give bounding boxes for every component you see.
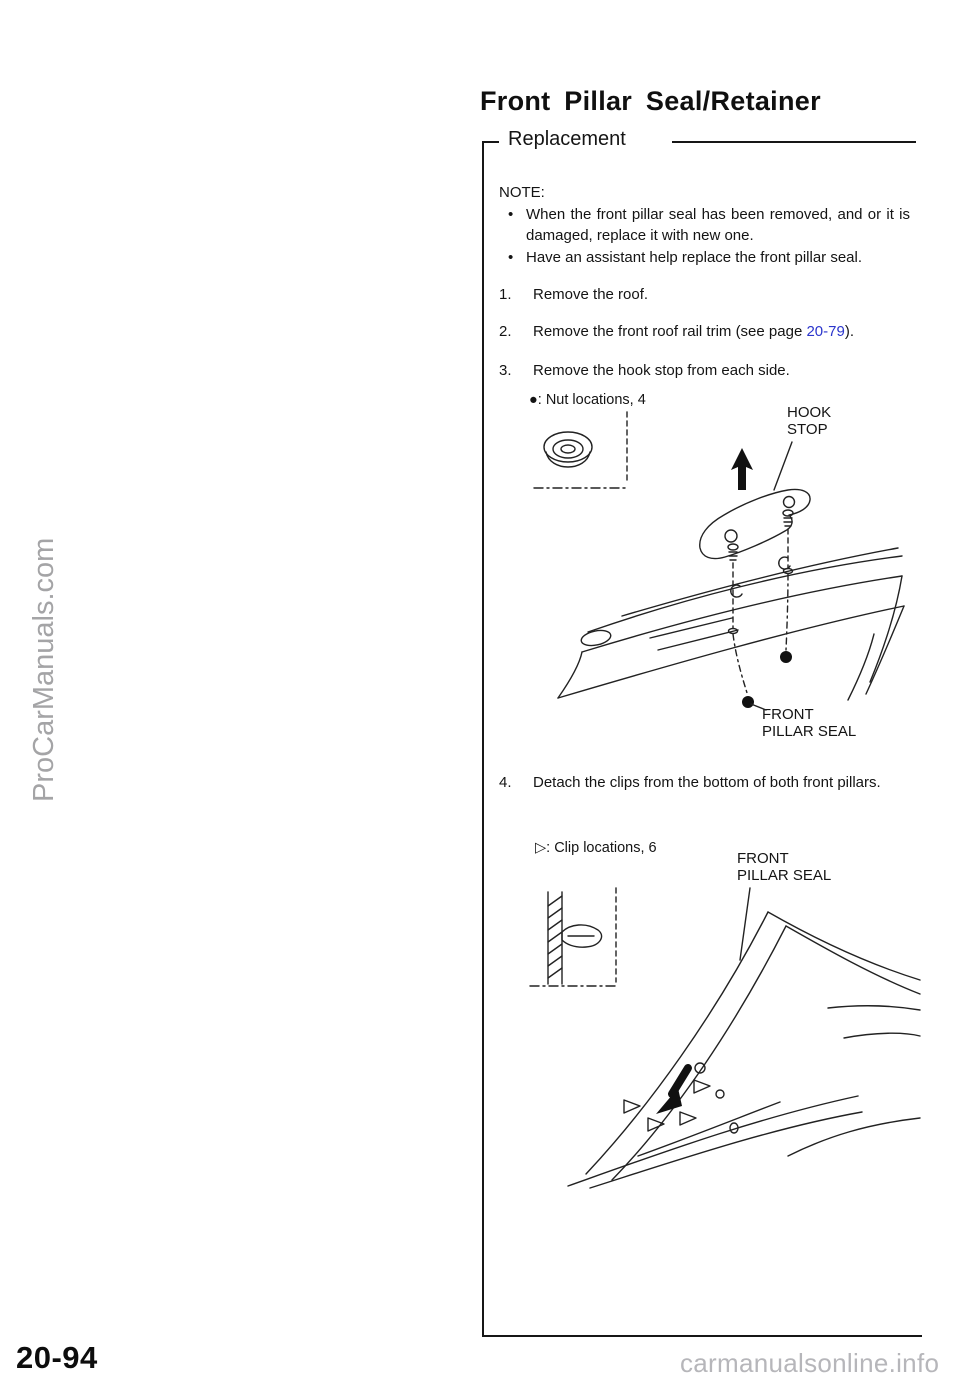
nut-dashed-line	[785, 573, 789, 651]
figure1-label-front-pillar-seal: FRONT PILLAR SEAL	[762, 706, 857, 740]
step-1-number: 1.	[499, 286, 512, 303]
step-1-text: Remove the roof.	[533, 286, 649, 303]
step-2-text-after: ).	[844, 323, 854, 340]
page-title: Front Pillar Seal/Retainer	[480, 86, 821, 116]
step-3: 3. Remove the hook stop from each side.	[499, 360, 909, 381]
note-bullet-1: • When the front pillar seal has been re…	[508, 204, 910, 246]
watermark-procarmanuals: ProCarManuals.com	[28, 537, 60, 802]
step-3-text: Remove the hook stop from each side.	[533, 362, 790, 379]
clip-markers	[623, 1062, 739, 1134]
step-2-text: Remove the front roof rail trim (see pag…	[533, 321, 909, 342]
seal-leader-line	[739, 887, 751, 961]
nut-location-dot	[742, 696, 754, 708]
bullet-marker: •	[508, 249, 514, 266]
clip-glyph	[730, 584, 743, 598]
figure1-label-hook-stop: HOOK STOP	[787, 404, 832, 438]
figure1-callout-nut-locations: ●: Nut locations, 4	[529, 392, 646, 408]
figure2-callout-clip-locations: ▷: Clip locations, 6	[535, 840, 657, 856]
roof-outline	[557, 547, 905, 701]
step-4-number: 4.	[499, 774, 512, 791]
step-2-text-before: Remove the front roof rail trim (see pag…	[533, 323, 807, 340]
note-bullet-2-text: Have an assistant help replace the front…	[526, 249, 863, 266]
bullet-marker: •	[508, 206, 514, 223]
figure2-front-pillar-drawing	[529, 887, 921, 1189]
replacement-box-top-line	[672, 141, 916, 143]
replacement-box	[482, 141, 922, 1337]
section-label: Replacement	[504, 128, 630, 151]
note-label: NOTE:	[499, 184, 545, 201]
seal-leader-line	[750, 703, 767, 711]
figure1-hook-stop-drawing	[533, 411, 905, 711]
nut-location-dot	[780, 651, 792, 663]
nut-icon	[543, 431, 593, 468]
figure2-label-front-pillar-seal: FRONT PILLAR SEAL	[737, 850, 832, 884]
step-2-number: 2.	[499, 323, 512, 340]
clip-arrow-icon	[656, 1064, 692, 1114]
hook-stop-leader-line	[773, 441, 793, 491]
step-3-number: 3.	[499, 362, 512, 379]
pillar-outline	[567, 911, 921, 1189]
nut-dashed-line	[732, 633, 749, 697]
hook-stop-bracket	[699, 488, 811, 560]
up-arrow-icon	[731, 448, 753, 490]
replacement-box-top-stub	[482, 141, 499, 143]
clip-glyph	[778, 556, 791, 570]
step-2: 2. Remove the front roof rail trim (see …	[499, 321, 909, 342]
step-1: 1. Remove the roof.	[499, 284, 909, 305]
step-4: 4. Detach the clips from the bottom of b…	[499, 772, 909, 793]
clip-icon-inset	[547, 891, 603, 985]
note-bullet-2: • Have an assistant help replace the fro…	[508, 247, 910, 268]
page-link-20-79[interactable]: 20-79	[806, 323, 845, 340]
note-bullet-1-text: When the front pillar seal has been remo…	[526, 206, 910, 244]
watermark-carmanualsonline: carmanualsonline.info	[680, 1348, 940, 1378]
step-4-text: Detach the clips from the bottom of both…	[533, 774, 881, 791]
screw-icons	[727, 509, 794, 561]
page-number: 20-94	[16, 1340, 98, 1375]
